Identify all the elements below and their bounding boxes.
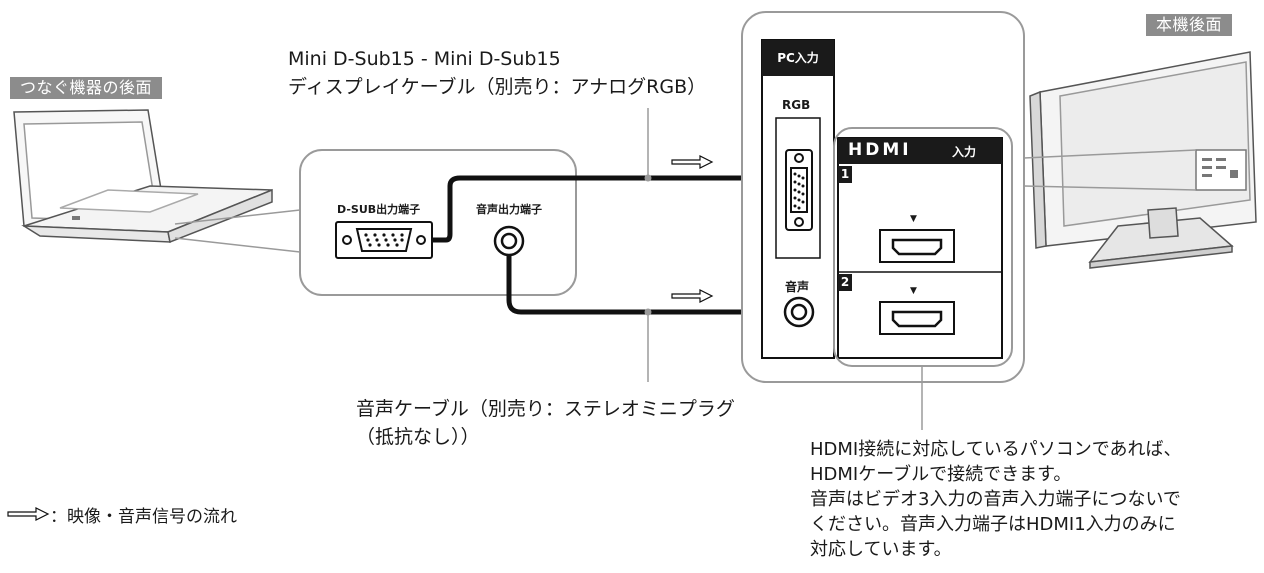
- device-back-tag: つなぐ機器の後面: [10, 77, 163, 99]
- hdmi-note-line1: HDMI接続に対応しているパソコンであれば、: [810, 439, 1182, 460]
- audio-cable-label-line2: （抵抗なし））: [356, 426, 480, 448]
- signal-arrow-audio: [671, 289, 714, 303]
- hdmi-port-2-marker: ▼: [910, 286, 917, 296]
- hdmi-highlight-outline: [833, 127, 1013, 367]
- hdmi-note-line2: HDMIケーブルで接続できます。: [810, 464, 1072, 485]
- hdmi-note-line4: ください。音声入力端子はHDMI1入力のみに: [810, 514, 1176, 535]
- hdmi-port-1: [879, 229, 955, 263]
- hdmi-logo: HDMI: [848, 140, 912, 160]
- hdmi-port-1-number: 1: [838, 166, 852, 183]
- hdmi-port-1-marker: ▼: [910, 214, 917, 224]
- vga-cable: [432, 175, 788, 243]
- vga-cable-leader-dot: [644, 174, 652, 182]
- legend-arrow: [7, 507, 50, 521]
- audio-input-label: 音声: [785, 280, 810, 294]
- tv-illustration: [1029, 51, 1257, 269]
- audio-cable-label-line1: 音声ケーブル（別売り：ステレオミニプラグ: [356, 398, 735, 420]
- hdmi-note-line3: 音声はビデオ3入力の音声入力端子につないで: [810, 489, 1181, 510]
- tv-back-tag: 本機後面: [1146, 14, 1233, 36]
- hdmi-port-2: [879, 301, 955, 335]
- signal-arrow-vga: [671, 155, 714, 169]
- audio-input-jack: [783, 296, 815, 328]
- vga-cable-label-line1: Mini D-Sub15 - Mini D-Sub15: [288, 48, 561, 70]
- laptop-illustration: [13, 109, 273, 244]
- rgb-label: RGB: [782, 98, 811, 112]
- hdmi-input-label: 入力: [952, 145, 977, 159]
- audio-cable: [506, 255, 788, 315]
- pc-input-header: PC入力: [762, 40, 834, 76]
- vga-cable-label-line2: ディスプレイケーブル（別売り：アナログRGB）: [288, 76, 707, 98]
- tv-callout-lines: [1023, 149, 1197, 191]
- legend-text: ：映像・音声信号の流れ: [50, 507, 237, 527]
- hdmi-note-line5: 対応しています。: [810, 539, 952, 560]
- audio-output-label: 音声出力端子: [476, 203, 542, 216]
- audio-output-jack: [493, 225, 525, 257]
- audio-cable-leader-dot: [644, 308, 652, 316]
- rgb-input-connector: [785, 149, 813, 231]
- laptop-callout-lines: [174, 209, 301, 253]
- hdmi-port-2-number: 2: [838, 274, 852, 291]
- dsub-output-connector: [335, 221, 433, 259]
- dsub-output-label: D-SUB出力端子: [337, 203, 421, 216]
